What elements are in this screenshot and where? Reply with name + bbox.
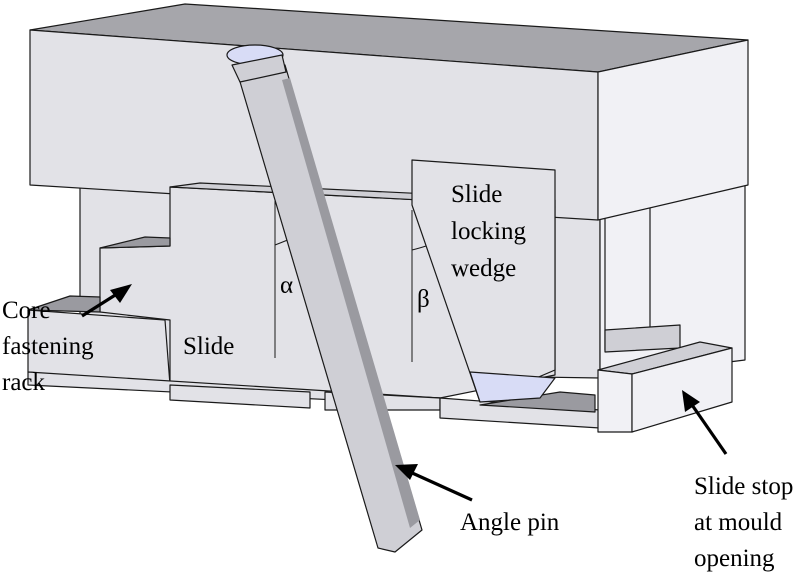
label-core-line-2: fastening: [2, 333, 94, 360]
core-fastening-rack: [27, 295, 171, 386]
label-beta: β: [417, 286, 430, 313]
label-wedge-line-2: locking: [451, 218, 526, 245]
label-stop-line-2: at mould: [694, 509, 783, 536]
label-slide: Slide: [183, 333, 234, 360]
slide-locking-wedge: [411, 159, 556, 403]
label-slide-stop: Slide stop at mould opening: [694, 473, 800, 572]
label-core-line-1: Core: [2, 297, 51, 324]
label-core-line-3: rack: [2, 369, 46, 396]
label-alpha: α: [280, 272, 293, 299]
label-angle-pin: Angle pin: [460, 509, 560, 536]
top-plate: [29, 3, 749, 221]
label-stop-line-3: opening: [694, 545, 775, 572]
label-wedge-line-1: Slide: [451, 181, 502, 208]
label-core-fastening-rack: Core fastening rack: [2, 297, 100, 396]
label-stop-line-1: Slide stop: [694, 473, 793, 500]
label-wedge-line-3: wedge: [451, 255, 516, 282]
label-slide-locking-wedge: Slide locking wedge: [451, 181, 532, 282]
callout-arrows: [81, 284, 728, 502]
angle-pin: [226, 44, 423, 553]
